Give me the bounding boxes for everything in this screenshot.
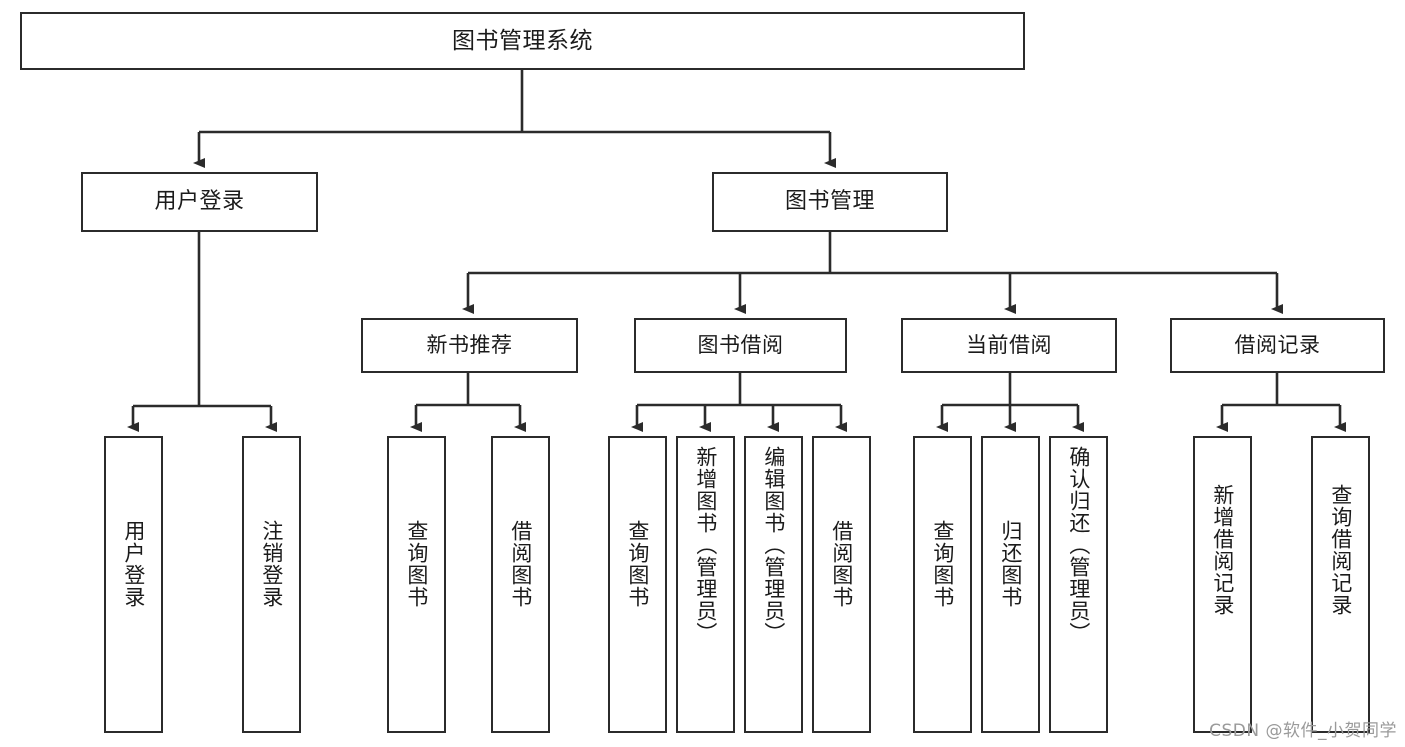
node-new-book-recommend[interactable]: 新书推荐 <box>361 318 578 373</box>
leaf-confirm-return-admin[interactable]: 确认归还（管理员） <box>1049 436 1108 733</box>
node-label: 借阅记录 <box>1234 332 1321 357</box>
leaf-edit-book-admin[interactable]: 编辑图书（管理员） <box>744 436 803 733</box>
node-label: 编辑图书（管理员） <box>761 446 786 644</box>
node-label: 查询图书 <box>404 520 429 608</box>
leaf-borrow-book-recommend[interactable]: 借阅图书 <box>491 436 550 733</box>
leaf-user-login[interactable]: 用户登录 <box>104 436 163 733</box>
leaf-add-book-admin[interactable]: 新增图书（管理员） <box>676 436 735 733</box>
node-label: 查询图书 <box>930 520 955 608</box>
node-label: 确认归还（管理员） <box>1066 446 1091 644</box>
node-label: 用户登录 <box>154 188 245 214</box>
csdn-watermark: CSDN @软件_小贺同学 <box>1209 721 1397 741</box>
node-book-borrow[interactable]: 图书借阅 <box>634 318 847 373</box>
node-book-management[interactable]: 图书管理 <box>712 172 948 232</box>
node-user-login[interactable]: 用户登录 <box>81 172 318 232</box>
node-label: 当前借阅 <box>966 332 1052 357</box>
node-label: 查询图书 <box>625 520 650 608</box>
leaf-query-book-recommend[interactable]: 查询图书 <box>387 436 446 733</box>
node-label: 图书借阅 <box>697 332 784 357</box>
leaf-add-borrow-record[interactable]: 新增借阅记录 <box>1193 436 1252 733</box>
node-borrow-record[interactable]: 借阅记录 <box>1170 318 1385 373</box>
node-label: 新增图书（管理员） <box>693 446 718 644</box>
leaf-logout[interactable]: 注销登录 <box>242 436 301 733</box>
node-label: 用户登录 <box>121 520 146 608</box>
node-label: 借阅图书 <box>508 520 533 608</box>
node-label: 查询借阅记录 <box>1328 484 1353 616</box>
node-label: 新增借阅记录 <box>1210 484 1235 616</box>
leaf-borrow-book[interactable]: 借阅图书 <box>812 436 871 733</box>
leaf-query-book-borrow[interactable]: 查询图书 <box>608 436 667 733</box>
node-label: 归还图书 <box>998 520 1023 608</box>
leaf-query-book-current[interactable]: 查询图书 <box>913 436 972 733</box>
node-current-borrow[interactable]: 当前借阅 <box>901 318 1117 373</box>
node-label: 新书推荐 <box>426 332 513 357</box>
node-label: 注销登录 <box>259 520 284 608</box>
node-label: 图书管理系统 <box>452 27 593 54</box>
leaf-return-book[interactable]: 归还图书 <box>981 436 1040 733</box>
node-label: 图书管理 <box>784 188 875 214</box>
node-root-system[interactable]: 图书管理系统 <box>20 12 1025 70</box>
leaf-query-borrow-record[interactable]: 查询借阅记录 <box>1311 436 1370 733</box>
node-label: 借阅图书 <box>829 520 854 608</box>
